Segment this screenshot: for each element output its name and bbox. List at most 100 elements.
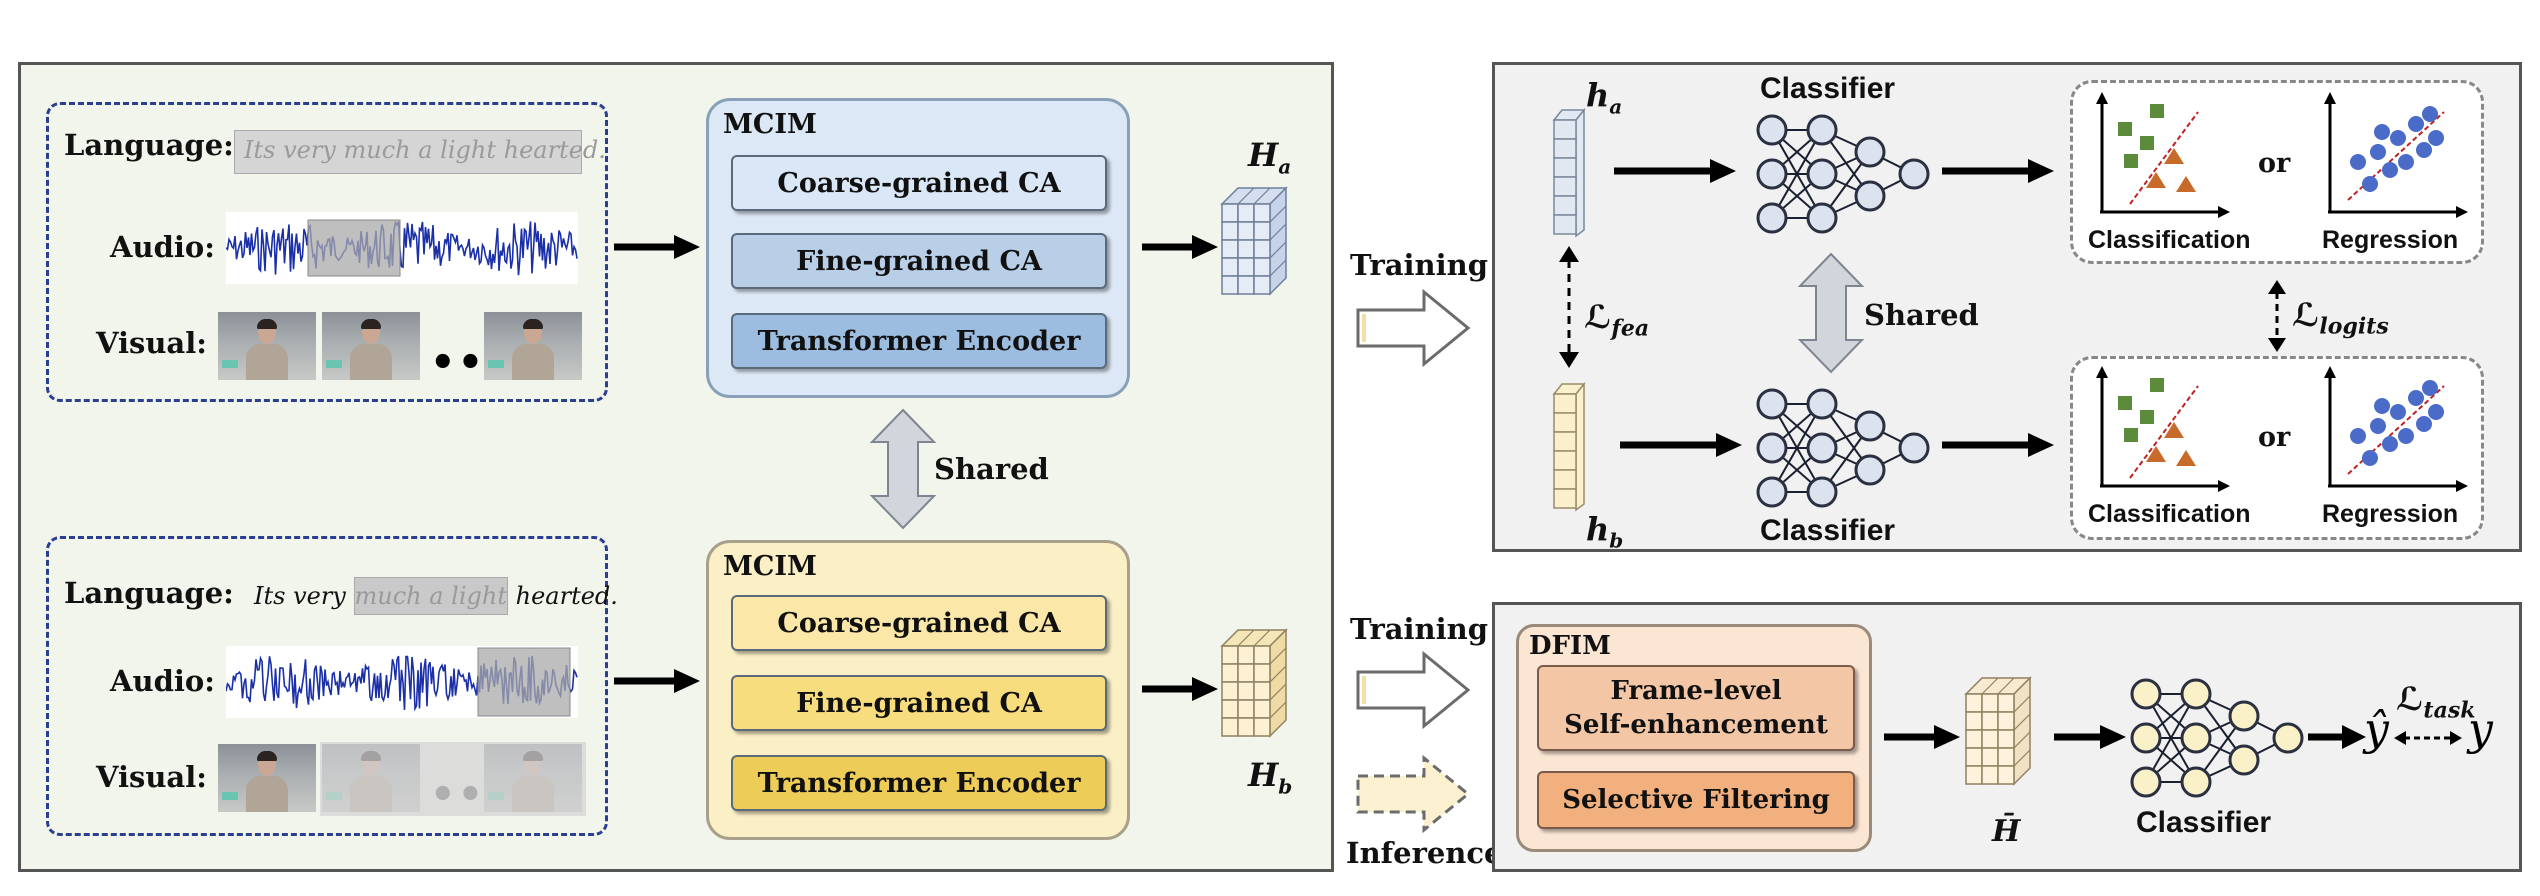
inference-label: Inference: [1346, 836, 1503, 870]
loss-task-arrow: [2394, 731, 2462, 745]
arrow-ha-to-classifier: [1614, 159, 1736, 183]
ha-small-sub: a: [1609, 94, 1623, 119]
classifier-final-title: Classifier: [2136, 806, 2272, 839]
top-language-label: Language:: [64, 128, 234, 162]
top-frame-2: [322, 312, 420, 380]
shared-label-left: Shared: [934, 452, 1049, 486]
training-arrow-bottom: [1356, 650, 1471, 730]
top-frame-3: [484, 312, 582, 380]
top-audio-label: Audio:: [110, 230, 215, 264]
bottom-visual-label: Visual:: [96, 760, 207, 794]
mcim-bottom-fine-ca: Fine-grained CA: [731, 675, 1107, 731]
classification-plot-bottom: [2094, 366, 2230, 492]
mcim-bottom: MCIM Coarse-grained CA Fine-grained CA T…: [706, 540, 1130, 840]
bottom-input-box: [46, 536, 608, 836]
classifier-bottom-title: Classifier: [1760, 514, 1896, 547]
ha-letter: H: [1248, 136, 1279, 174]
dfim-module: DFIM Frame-level Self-enhancement Select…: [1516, 624, 1872, 852]
training-label-top: Training: [1350, 248, 1489, 282]
arrow-input-to-mcim-top: [614, 235, 700, 259]
hb-small-label: hb: [1586, 510, 1623, 552]
arrow-hbar-to-classifier: [2054, 725, 2126, 749]
classification-label-top: Classification: [2088, 226, 2251, 254]
result-box-bottom: [2070, 356, 2484, 540]
loss-fea-label: ℒfea: [1584, 298, 1649, 341]
ha-label: Ha: [1248, 136, 1291, 178]
bottom-language-text-b: hearted.: [508, 582, 618, 610]
top-language-text: Its very much a light hearted.: [244, 136, 606, 164]
arrow-hb-to-classifier: [1620, 433, 1742, 457]
hb-vector: [1552, 381, 1586, 512]
hb-small-sub: b: [1609, 528, 1624, 553]
arrow-mcim-top-to-ha: [1142, 235, 1218, 259]
frame-level-self-enhancement: Frame-level Self-enhancement: [1537, 665, 1855, 751]
loss-logits-label: ℒlogits: [2292, 296, 2389, 339]
mcim-top-title: MCIM: [723, 109, 817, 140]
loss-fea-letter: ℒ: [1584, 298, 1612, 336]
classifier-top-title: Classifier: [1760, 72, 1896, 105]
training-arrow-top: [1356, 288, 1471, 368]
regression-plot-bottom: [2322, 366, 2468, 492]
bottom-language-text: Its very much a light hearted.: [254, 577, 618, 615]
mcim-top: MCIM Coarse-grained CA Fine-grained CA T…: [706, 98, 1130, 398]
training-label-bottom: Training: [1350, 612, 1489, 646]
regression-label-top: Regression: [2322, 226, 2459, 254]
regression-plot-top: [2322, 92, 2468, 218]
top-language-textbox: [234, 130, 582, 174]
or-label-bottom: or: [2258, 422, 2291, 453]
hb-sub: b: [1278, 774, 1293, 799]
hb-tensor-cube: [1220, 628, 1288, 738]
loss-logits-sub: logits: [2319, 313, 2389, 340]
bottom-language-text-a: Its very: [254, 582, 354, 610]
frame-level-line1: Frame-level: [1610, 676, 1782, 706]
arrow-mcim-bottom-to-hb: [1142, 677, 1218, 701]
loss-task-letter: ℒ: [2396, 680, 2424, 718]
frame-level-line2: Self-enhancement: [1564, 710, 1828, 740]
mcim-top-fine-ca: Fine-grained CA: [731, 233, 1107, 289]
mcim-bottom-transformer-encoder: Transformer Encoder: [731, 755, 1107, 811]
regression-label-bottom: Regression: [2322, 500, 2459, 528]
classifier-bottom-network: [1756, 388, 1930, 508]
mcim-bottom-title: MCIM: [723, 551, 817, 582]
classification-label-bottom: Classification: [2088, 500, 2251, 528]
y-hat: ŷ: [2364, 704, 2389, 755]
y-true: y: [2468, 704, 2493, 755]
loss-fea-arrow: [1559, 246, 1579, 368]
arrow-classifier-to-result-bottom: [1942, 433, 2054, 457]
arrow-dfim-to-hbar: [1884, 725, 1960, 749]
result-box-top: [2070, 80, 2484, 264]
loss-task-label: ℒtask: [2396, 680, 2475, 723]
bottom-language-text-masked: much a light: [353, 577, 508, 615]
dfim-title: DFIM: [1529, 631, 1611, 661]
hbar-label: H̄: [1992, 814, 2021, 849]
ha-tensor-cube: [1220, 186, 1288, 296]
top-audio-waveform: [226, 212, 578, 284]
mcim-top-coarse-ca: Coarse-grained CA: [731, 155, 1107, 211]
classifier-top-network: [1756, 114, 1930, 234]
bottom-frames-mask: [320, 742, 586, 816]
bottom-audio-label: Audio:: [110, 664, 215, 698]
shared-label-right: Shared: [1864, 298, 1979, 332]
bottom-frame-1: [218, 744, 316, 812]
arrow-classifier-to-yhat: [2308, 725, 2366, 749]
bottom-audio-waveform: [226, 646, 578, 718]
ha-vector: [1552, 107, 1586, 238]
shared-double-arrow-left: [869, 408, 937, 530]
ha-small-letter: h: [1586, 76, 1610, 114]
classification-plot-top: [2094, 92, 2230, 218]
shared-double-arrow-right: [1797, 252, 1865, 374]
mcim-bottom-coarse-ca: Coarse-grained CA: [731, 595, 1107, 651]
arrow-classifier-to-result-top: [1942, 159, 2054, 183]
ha-small-label: ha: [1586, 76, 1622, 118]
inference-arrow: [1356, 754, 1471, 834]
loss-logits-arrow: [2268, 280, 2286, 352]
selective-filtering: Selective Filtering: [1537, 771, 1855, 829]
top-input-box: [46, 102, 608, 402]
classifier-final-network: [2130, 678, 2304, 798]
loss-fea-sub: fea: [1611, 315, 1650, 342]
mcim-top-transformer-encoder: Transformer Encoder: [731, 313, 1107, 369]
bottom-language-label: Language:: [64, 576, 234, 610]
loss-logits-letter: ℒ: [2292, 296, 2320, 334]
hb-small-letter: h: [1586, 510, 1610, 548]
top-visual-label: Visual:: [96, 326, 207, 360]
